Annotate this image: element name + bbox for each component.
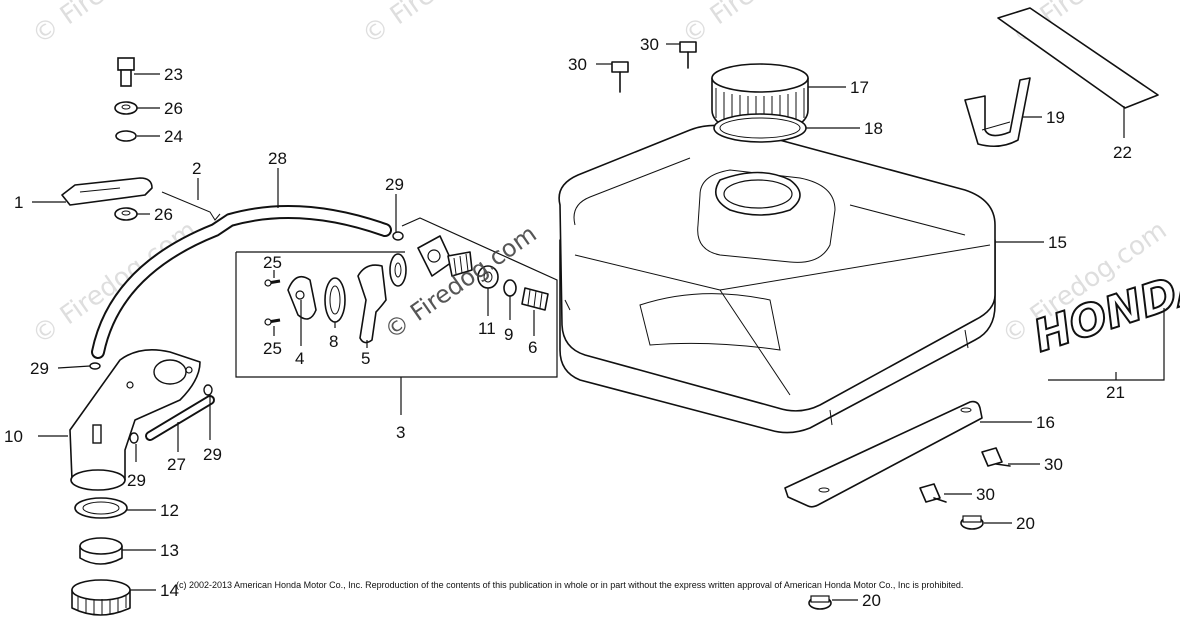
- callout-11: 11: [478, 319, 496, 338]
- callout-14: 14: [160, 581, 179, 600]
- callout-20: 20: [1016, 514, 1035, 533]
- callout-30: 30: [568, 55, 587, 74]
- flange-bolt: [919, 483, 947, 503]
- band-clip: [964, 77, 1031, 148]
- callout-22: 22: [1113, 143, 1132, 162]
- callout-13: 13: [160, 541, 179, 560]
- flange-nut: [808, 595, 832, 610]
- callout-29: 29: [127, 471, 146, 490]
- tank-pad: [997, 7, 1159, 109]
- fuel-tank: [558, 124, 996, 434]
- tank-band: [784, 400, 983, 508]
- callout-30: 30: [976, 485, 995, 504]
- watermark-text: © Firedog.com: [677, 0, 853, 51]
- callout-24: 24: [164, 127, 183, 146]
- watermark-text: © Firedog.com: [357, 0, 533, 51]
- strainer-cup-ring: [71, 579, 131, 616]
- callout-15: 15: [1048, 233, 1067, 252]
- callout-28: 28: [268, 149, 287, 168]
- watermark-text: © Firedog.com: [27, 0, 203, 51]
- o-ring: [389, 253, 407, 287]
- washer: [114, 207, 138, 221]
- fuel-cock-nut: [477, 265, 499, 289]
- tube-clip: [129, 432, 139, 444]
- fuel-cock-assembly-bracket: [235, 217, 558, 415]
- callout-25: 25: [263, 339, 282, 358]
- watermark-text: © Firedog.com: [27, 215, 203, 350]
- callout-5: 5: [361, 349, 370, 368]
- callout-2: 2: [192, 159, 201, 178]
- flange-bolt: [981, 447, 1011, 467]
- callout-29: 29: [203, 445, 222, 464]
- callout-12: 12: [160, 501, 179, 520]
- tube-clip: [392, 231, 404, 241]
- callout-30: 30: [640, 35, 659, 54]
- callout-9: 9: [504, 325, 513, 344]
- tube-clip: [89, 362, 101, 370]
- callout-30: 30: [1044, 455, 1063, 474]
- callout-20: 20: [862, 591, 881, 610]
- strainer-gasket: [74, 497, 128, 519]
- flange-nut: [960, 515, 984, 530]
- callout-25: 25: [263, 253, 282, 272]
- bolt: [117, 57, 135, 87]
- strainer-cup: [79, 537, 123, 565]
- callout-29: 29: [30, 359, 49, 378]
- callout-1: 1: [14, 193, 23, 212]
- callout-16: 16: [1036, 413, 1055, 432]
- callout-26: 26: [164, 99, 183, 118]
- lever-plate: [287, 275, 317, 320]
- fuel-strainer-body: [69, 349, 201, 491]
- fuel-tube: [91, 205, 392, 359]
- lever-packing: [324, 277, 346, 323]
- callout-26: 26: [154, 205, 173, 224]
- washer: [114, 101, 138, 115]
- callout-10: 10: [4, 427, 23, 446]
- callout-18: 18: [864, 119, 883, 138]
- fuel-cock-lever: [357, 264, 387, 344]
- flange-bolt: [679, 41, 697, 69]
- callout-4: 4: [295, 349, 304, 368]
- flange-bolt: [611, 61, 629, 93]
- screw: [264, 318, 281, 326]
- callout-29: 29: [385, 175, 404, 194]
- callout-19: 19: [1046, 108, 1065, 127]
- callout-23: 23: [164, 65, 183, 84]
- fuel-strainer-screen: [521, 287, 549, 311]
- callout-17: 17: [850, 78, 869, 97]
- callout-27: 27: [167, 455, 186, 474]
- callout-8: 8: [329, 332, 338, 351]
- callout-6: 6: [528, 338, 537, 357]
- strainer-tube: [145, 395, 215, 441]
- tube-stay: [61, 177, 153, 206]
- callout-3: 3: [396, 423, 405, 442]
- screw: [264, 279, 281, 287]
- tube-clip: [203, 384, 213, 396]
- fuel-cock-gasket: [503, 279, 517, 297]
- fuel-cock-body: [417, 235, 473, 277]
- fuel-cap-gasket: [713, 113, 807, 143]
- fuel-cap: [711, 63, 809, 135]
- callout-21: 21: [1106, 383, 1125, 402]
- tube-bracket: [161, 191, 221, 221]
- lock-washer: [115, 130, 137, 142]
- callouts: 1 2 3 4 5 6 8 9 10 11 12 13 14: [4, 35, 1165, 610]
- copyright-text: (c) 2002-2013 American Honda Motor Co., …: [176, 580, 963, 590]
